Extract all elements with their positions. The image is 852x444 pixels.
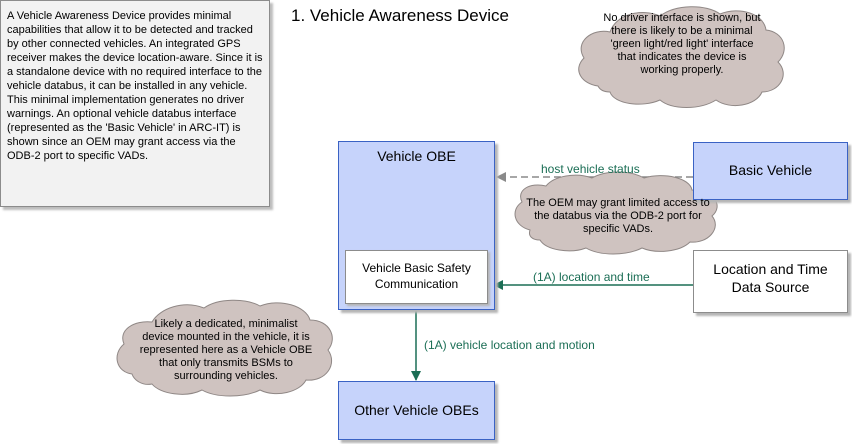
note-line: The OEM may grant limited access to (526, 197, 710, 209)
vehicle-basic-safety-communication-node[interactable] (345, 250, 488, 304)
vehicle-obe-label: Vehicle OBE (377, 148, 456, 164)
bsc-label-line1: Vehicle Basic Safety (362, 261, 471, 275)
note-line: Likely a dedicated, minimalist (154, 318, 298, 330)
note-line: that indicates the device is (617, 51, 747, 63)
host-vehicle-status-label: host vehicle status (541, 162, 640, 176)
note-driver-interface-text: No driver interface is shown, but there … (574, 12, 790, 77)
basic-vehicle-node[interactable] (693, 142, 848, 200)
location-time-label-line1: Location and Time (713, 261, 828, 277)
note-line: surrounding vehicles. (174, 370, 278, 382)
basic-vehicle-label: Basic Vehicle (728, 162, 813, 178)
note-oem-access-text: The OEM may grant limited access to the … (512, 197, 724, 236)
other-vehicle-obes-node[interactable] (338, 381, 495, 440)
note-cloud-driver-interface (578, 6, 785, 108)
bsc-label-line2: Communication (374, 277, 459, 291)
note-line: the databus via the ODB-2 port for (534, 210, 702, 222)
note-line: that only transmits BSMs to (159, 357, 293, 369)
note-line: specific VADs. (582, 223, 654, 235)
location-time-flow-label: (1A) location and time (533, 270, 650, 284)
location-time-source-label: Location and Time Data Source (693, 260, 848, 296)
note-line: device mounted in the vehicle, it is (142, 331, 310, 343)
description-panel: A Vehicle Awareness Device provides mini… (0, 0, 270, 207)
bsc-label: Vehicle Basic Safety Communication (345, 260, 488, 292)
note-cloud-dedicated-device (116, 299, 333, 397)
diagram-title: 1. Vehicle Awareness Device (291, 6, 509, 25)
vehicle-location-motion-label: (1A) vehicle location and motion (424, 338, 595, 352)
note-dedicated-device-text: Likely a dedicated, minimalist device mo… (118, 318, 334, 383)
note-line: there is likely to be a minimal (611, 25, 753, 37)
location-time-label-line2: Data Source (731, 279, 810, 295)
note-line: No driver interface is shown, but (603, 12, 761, 24)
note-line: 'green light/red light' interface (610, 38, 754, 50)
other-vehicle-obes-label: Other Vehicle OBEs (354, 402, 479, 418)
note-line: represented here as a Vehicle OBE (139, 344, 313, 356)
note-line: working properly. (640, 64, 724, 76)
location-time-source-node[interactable] (693, 250, 848, 313)
